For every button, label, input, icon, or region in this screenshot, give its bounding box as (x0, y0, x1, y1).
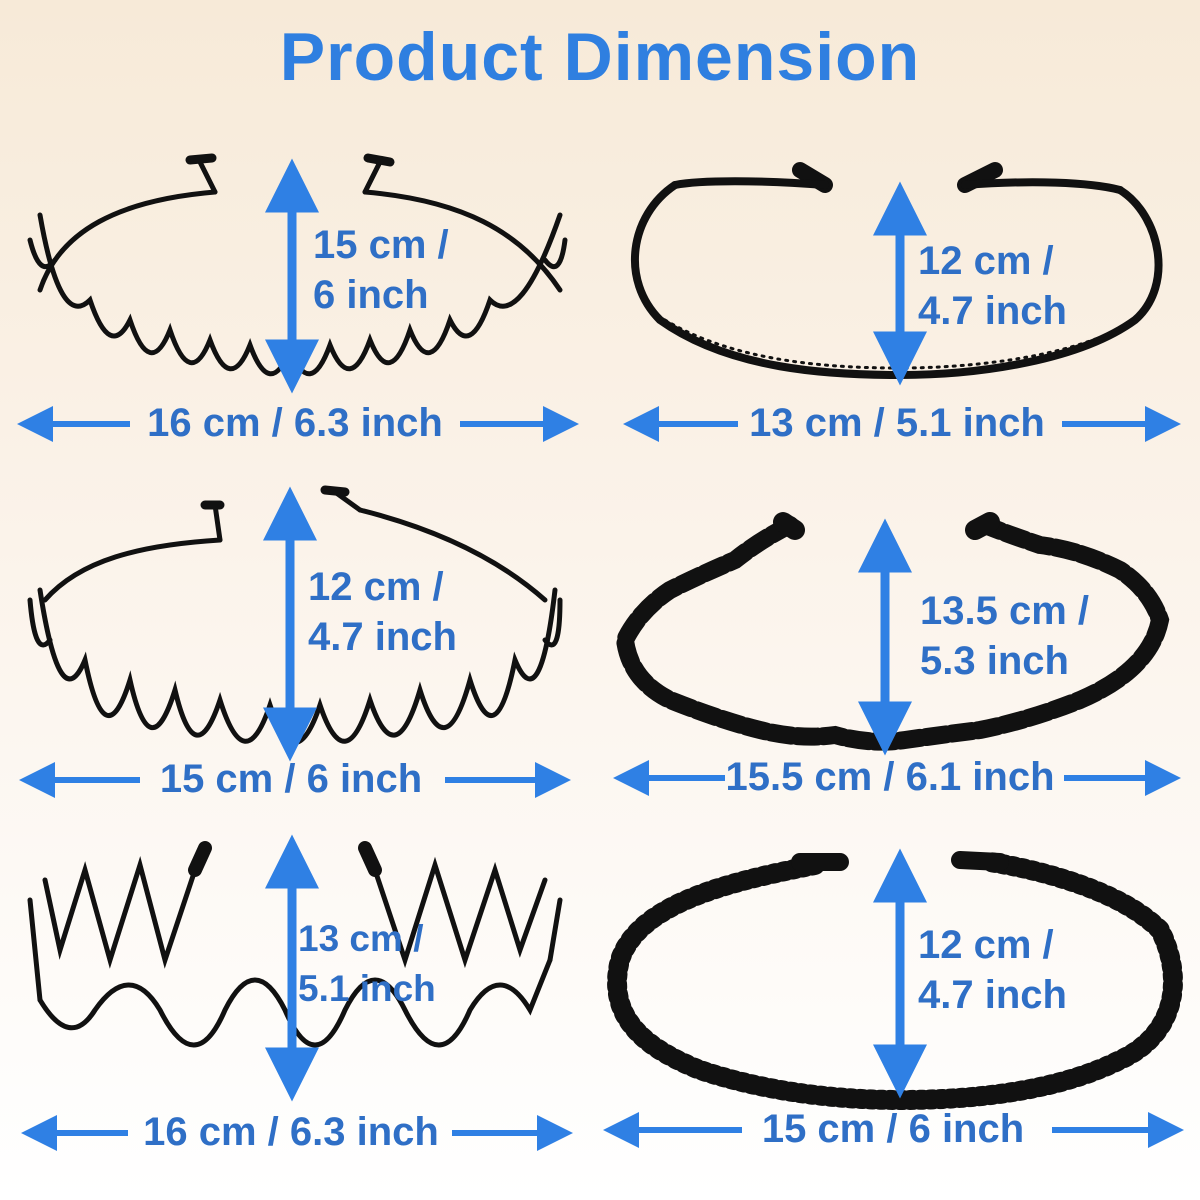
height-label-2: 12 cm / 4.7 inch (918, 239, 1067, 333)
height-label-4: 13.5 cm / 5.3 inch (920, 589, 1090, 683)
width-label-4: 15.5 cm / 6.1 inch (725, 755, 1055, 799)
headband-6 (607, 851, 1183, 1111)
width-label-2: 13 cm / 5.1 inch (749, 401, 1045, 445)
headband-1 (27, 153, 568, 377)
width-label-1: 16 cm / 6.3 inch (147, 401, 443, 445)
height-label-6: 12 cm / 4.7 inch (918, 923, 1067, 1017)
width-label-6: 15 cm / 6 inch (761, 1107, 1025, 1151)
width-label-5: 16 cm / 6.3 inch (143, 1110, 439, 1154)
height-label-3: 12 cm / 4.7 inch (308, 565, 457, 659)
page-title: Product Dimension (279, 19, 921, 95)
headband-3 (27, 485, 563, 745)
height-label-5: 13 cm / 5.1 inch (298, 918, 436, 1009)
width-label-3: 15 cm / 6 inch (159, 757, 423, 801)
height-label-1: 15 cm / 6 inch (313, 223, 449, 317)
